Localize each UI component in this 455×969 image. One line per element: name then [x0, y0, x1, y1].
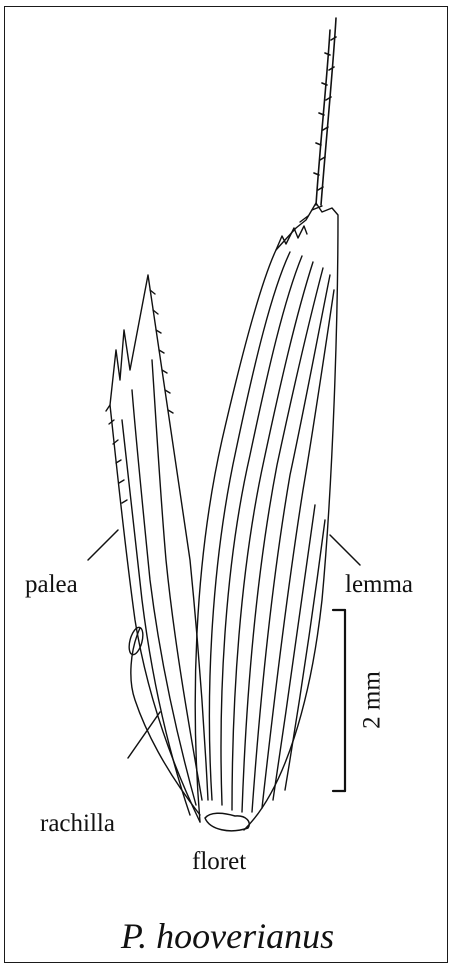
scale-bar-label: 2 mm [360, 671, 385, 729]
label-lemma: lemma [345, 572, 413, 597]
figure-title: P. hooverianus [0, 918, 455, 954]
lemma [195, 203, 338, 830]
awn [314, 18, 336, 205]
label-floret: floret [192, 849, 246, 874]
label-palea: palea [25, 572, 78, 597]
palea [106, 275, 208, 822]
label-rachilla: rachilla [40, 811, 115, 836]
floret-base [205, 813, 249, 831]
scale-bar [333, 610, 345, 791]
